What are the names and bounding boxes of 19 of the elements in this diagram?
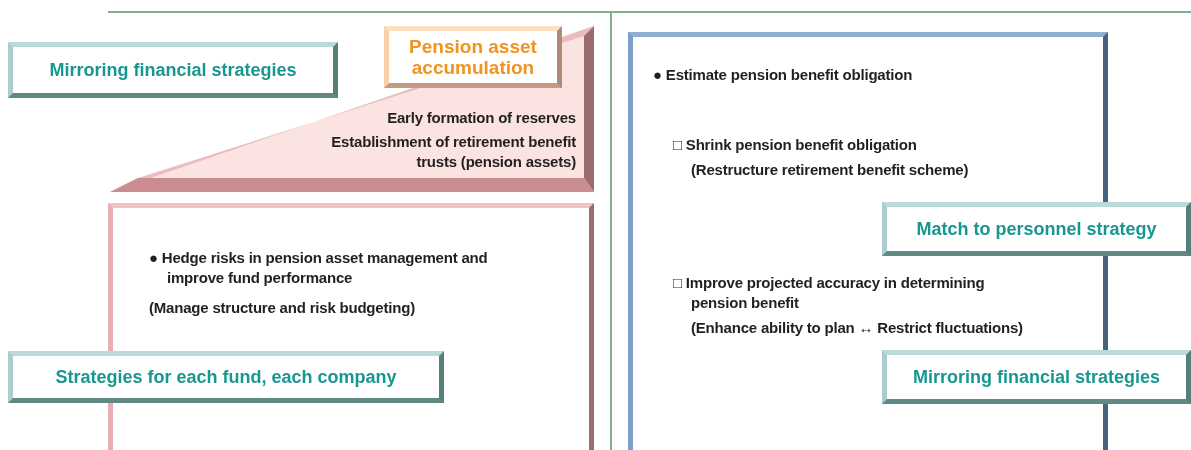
label-text: Strategies for each fund, each company	[55, 365, 397, 389]
body-text: □ Shrink pension benefit obligation	[673, 135, 918, 155]
body-text: (Enhance ability to plan ↔ Restrict fluctuations)	[691, 318, 1024, 338]
body-text: Early formation of reserves	[386, 108, 576, 128]
label-box	[882, 202, 1191, 256]
label-text: Mirroring financial strategies	[912, 365, 1161, 389]
body-text: ● Hedge risks in pension asset management and improve fund performance	[149, 248, 489, 288]
label-box	[882, 350, 1191, 404]
heading-box	[384, 26, 562, 88]
body-text: Establishment of retirement benefit trusts (pension assets)	[330, 132, 576, 172]
body-text: (Manage structure and risk budgeting)	[149, 298, 416, 318]
label-box	[8, 42, 338, 98]
body-text: □ Improve projected accuracy in determining pension benefit	[673, 273, 986, 313]
label-box	[8, 351, 444, 403]
body-text: ● Estimate pension benefit obligation	[653, 65, 914, 85]
body-text: (Restructure retirement benefit scheme)	[691, 160, 970, 180]
label-text: Pension asset accumulation	[408, 36, 538, 78]
label-text: Match to personnel strategy	[916, 217, 1157, 241]
label-text: Mirroring financial strategies	[49, 58, 297, 82]
